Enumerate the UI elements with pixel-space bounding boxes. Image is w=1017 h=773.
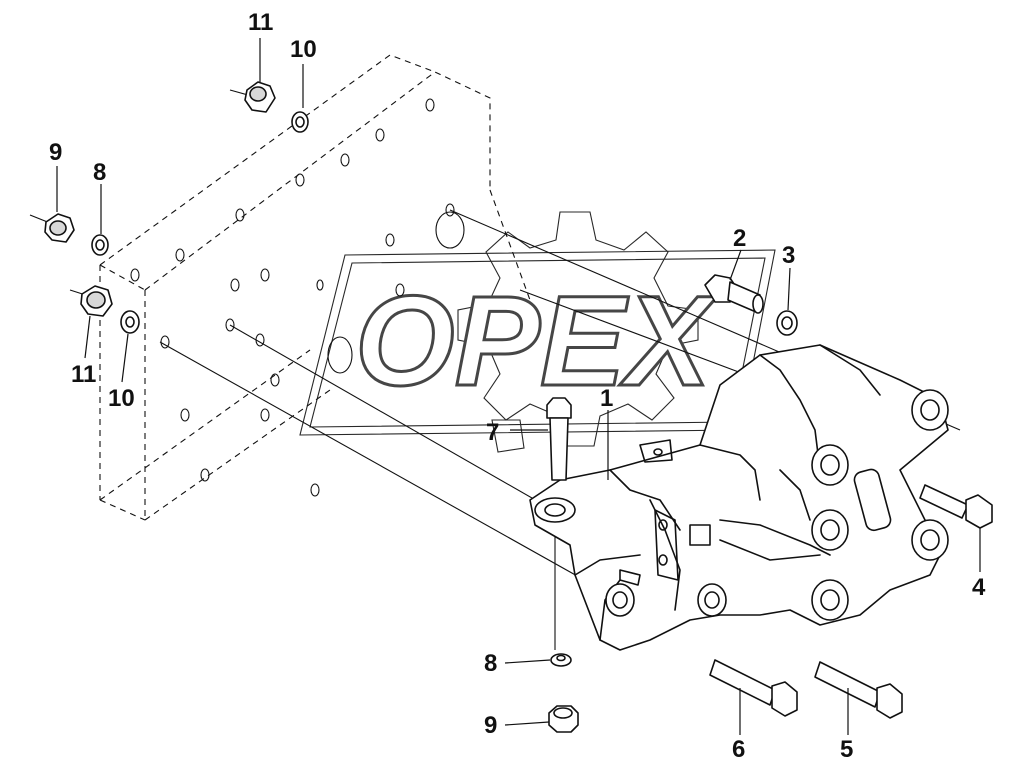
callout-8-left: 8 (93, 159, 106, 186)
callout-10-left: 10 (108, 385, 135, 412)
main-bracket (529, 344, 949, 651)
callout-11-top: 11 (248, 9, 273, 36)
callout-10-top: 10 (290, 36, 317, 63)
nut-11-left (80, 285, 113, 317)
callout-11-left: 11 (71, 361, 96, 388)
callout-5: 5 (840, 736, 853, 763)
nut-11-top (244, 81, 276, 113)
callout-2: 2 (733, 225, 746, 252)
leader-lines (56, 38, 981, 735)
washer-3 (776, 310, 798, 336)
nut-9-left (44, 213, 75, 243)
washer-10-top (291, 111, 309, 133)
callout-1: 1 (600, 385, 613, 412)
bolt-4 (919, 484, 993, 529)
callout-9-left: 9 (49, 139, 62, 166)
gear-icon (457, 211, 699, 453)
callout-6: 6 (732, 736, 745, 763)
bolt-6 (709, 659, 798, 717)
callout-labels: 11 10 9 8 11 10 2 3 1 7 4 8 9 6 5 (49, 9, 986, 763)
callout-8-lower: 8 (484, 650, 497, 677)
callout-9-lower: 9 (484, 712, 497, 739)
callout-4: 4 (972, 574, 986, 601)
callout-3: 3 (782, 242, 795, 269)
washer-8-lower (550, 653, 572, 667)
bolt-7 (546, 397, 572, 481)
nut-9-lower (548, 705, 579, 733)
bolt-2 (704, 274, 764, 314)
watermark-text: OPEX (355, 270, 717, 413)
callout-7: 7 (486, 419, 499, 446)
frame-rail (99, 54, 531, 521)
washer-10-left (120, 310, 140, 334)
washer-8-left (91, 234, 109, 256)
bolt-5 (814, 661, 903, 719)
